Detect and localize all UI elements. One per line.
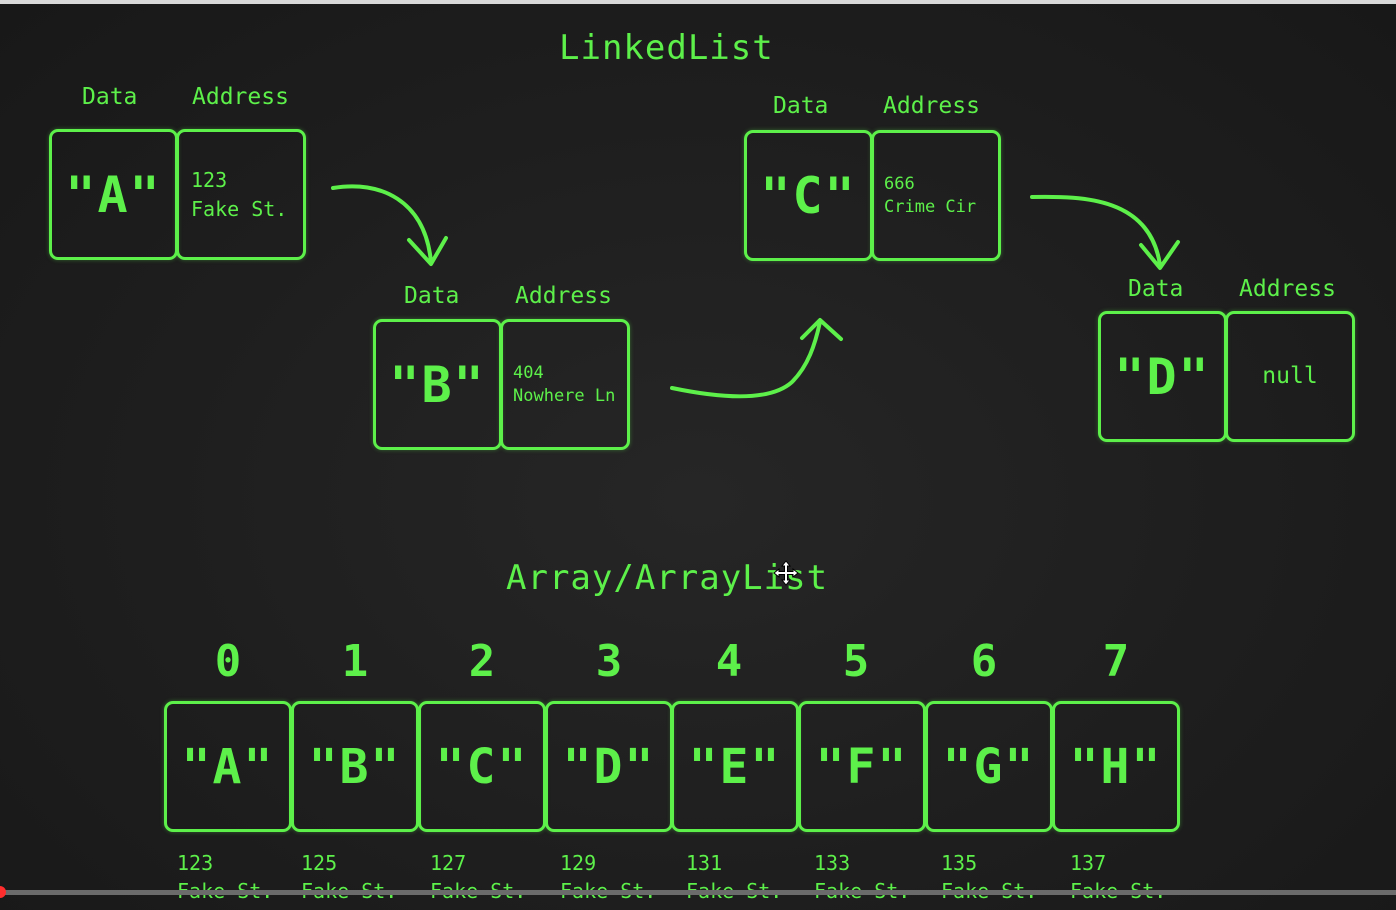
node-c-address-line1: 666 [884,173,915,194]
array-address-0-line1: 123 [177,851,214,875]
array-cell-0: "A" [164,701,292,832]
window-top-bar [0,0,1396,4]
array-address-4: 131Fake St. [686,849,782,905]
node-d-address-box: null [1225,311,1355,442]
array-index-4: 4 [715,636,743,687]
arraylist-title: Array/ArrayList [506,558,829,598]
array-address-6-line1: 135 [941,851,978,875]
arrow-b-to-c [670,320,822,399]
array-address-2: 127Fake St. [430,849,526,905]
array-cell-4-value: "E" [688,738,782,795]
arrow-a-to-b [331,184,433,264]
node-b-address-box: 404 Nowhere Ln [500,319,630,450]
array-address-1-line1: 125 [301,851,338,875]
array-cell-2-value: "C" [435,738,529,795]
node-a-data-header: Data [82,84,138,110]
linkedlist-title: LinkedList [559,28,774,68]
array-cell-5: "F" [798,701,926,832]
array-address-6: 135Fake St. [941,849,1037,905]
array-address-1: 125Fake St. [301,849,397,905]
array-index-2: 2 [468,636,496,687]
array-index-5: 5 [842,636,870,687]
array-address-7: 137Fake St. [1070,849,1166,905]
array-index-7: 7 [1102,636,1130,687]
progress-handle-icon[interactable] [0,886,6,898]
node-b-address-line2: Nowhere Ln [513,385,616,406]
array-address-3-line1: 129 [560,851,597,875]
node-c-address-header: Address [883,93,980,119]
array-address-3: 129Fake St. [560,849,656,905]
arrow-c-to-d-head [1139,240,1180,270]
node-b-data-header: Data [404,283,460,309]
array-address-5-line1: 133 [814,851,851,875]
node-a-address-box: 123 Fake St. [176,129,306,260]
array-cell-5-value: "F" [815,738,909,795]
arrow-c-to-d [1030,194,1162,267]
array-index-0: 0 [214,636,242,687]
array-cell-4: "E" [671,701,799,832]
array-cell-1: "B" [291,701,419,832]
array-cell-6-value: "G" [942,738,1036,795]
array-index-3: 3 [595,636,623,687]
node-a-address-header: Address [192,84,289,110]
move-cursor-icon [773,560,799,586]
array-address-7-line1: 137 [1070,851,1107,875]
node-c-address-box: 666 Crime Cir [871,130,1001,261]
array-cell-2: "C" [418,701,546,832]
node-d-address-header: Address [1239,276,1336,302]
node-c-data-header: Data [773,93,829,119]
array-cell-7-value: "H" [1069,738,1163,795]
array-address-4-line1: 131 [686,851,723,875]
node-a-address-line1: 123 [191,167,228,192]
array-address-5: 133Fake St. [814,849,910,905]
node-d-address-value: null [1262,363,1318,389]
arrow-b-to-c-head [800,318,843,341]
array-cell-1-value: "B" [308,738,402,795]
array-cell-7: "H" [1052,701,1180,832]
array-cell-3-value: "D" [562,738,656,795]
node-a-address-line2: Fake St. [191,196,288,221]
node-c-data-box: "C" [744,130,873,261]
node-b-address-line1: 404 [513,362,544,383]
video-progress-bar[interactable] [0,890,1396,895]
node-c-address-line2: Crime Cir [884,196,977,217]
array-cell-0-value: "A" [181,738,275,795]
node-d-data-header: Data [1128,276,1184,302]
array-index-1: 1 [341,636,369,687]
node-b-address-header: Address [515,283,612,309]
arrow-a-to-b-head [407,236,448,266]
array-address-2-line1: 127 [430,851,467,875]
array-index-6: 6 [970,636,998,687]
array-cell-3: "D" [545,701,673,832]
array-cell-6: "G" [925,701,1053,832]
